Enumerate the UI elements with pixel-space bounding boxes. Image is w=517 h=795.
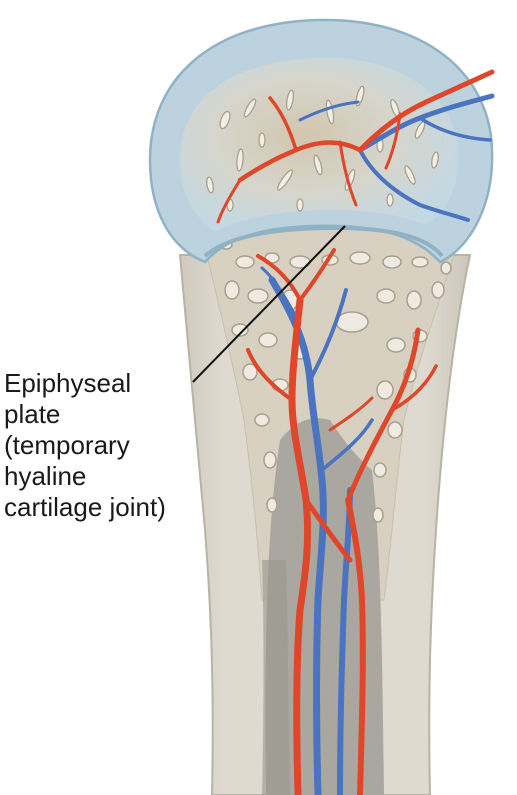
label-line: cartilage joint) xyxy=(4,492,234,523)
label-line: Epiphyseal xyxy=(4,368,234,399)
epiphyseal-plate-label: Epiphyseal plate (temporary hyaline cart… xyxy=(4,368,234,523)
label-line: plate xyxy=(4,399,234,430)
label-line: (temporary xyxy=(4,430,234,461)
cavity-shadow xyxy=(262,560,290,795)
label-line: hyaline xyxy=(4,461,234,492)
